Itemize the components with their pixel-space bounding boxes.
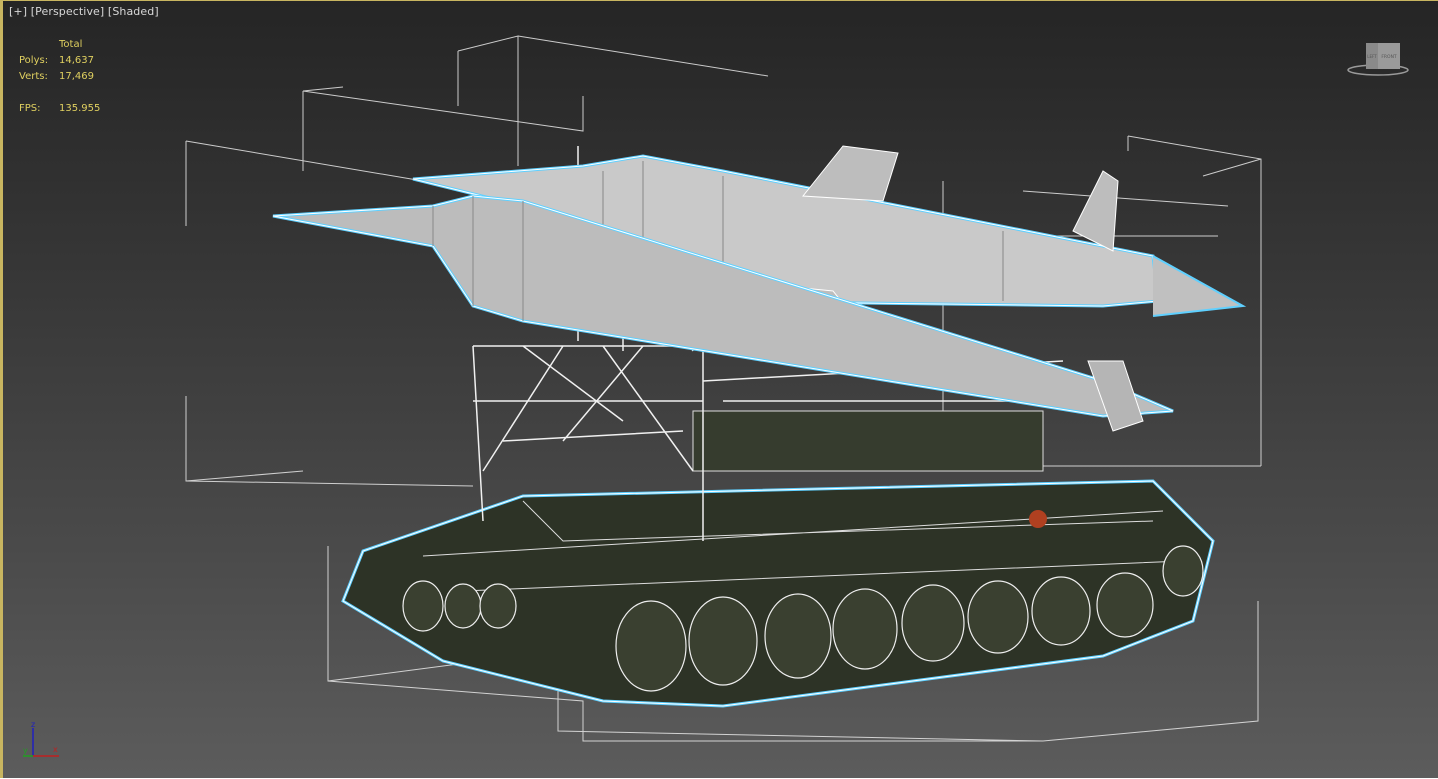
polys-value: 14,637 (59, 55, 94, 66)
missile-lower (272, 194, 1174, 432)
x-axis-label: x (53, 745, 58, 754)
viewport-menu-button[interactable]: [+] (9, 5, 28, 18)
fps-value: 135.955 (59, 103, 101, 114)
verts-label: Verts: (19, 71, 48, 82)
view-type-menu[interactable]: [Perspective] (30, 5, 105, 18)
statistics-overlay: Total Polys: 14,637 Verts: 17,469 FPS: 135.… (19, 37, 100, 117)
viewcube[interactable]: LEFT FRONT (1346, 37, 1410, 81)
shading-mode-menu[interactable]: [Shaded] (107, 5, 159, 18)
z-axis-label: z (31, 720, 35, 729)
viewcube-left-face[interactable]: LEFT (1367, 54, 1377, 59)
y-axis-label: y (23, 746, 28, 755)
fps-label: FPS: (19, 103, 41, 114)
scene-3d-model[interactable] (3, 1, 1438, 779)
tank-chassis (341, 410, 1215, 708)
road-wheels (402, 545, 1204, 692)
viewcube-front-face[interactable]: FRONT (1381, 54, 1397, 60)
axis-tripod: z x y (23, 720, 59, 757)
viewport-label: [+] [Perspective] [Shaded] (9, 5, 159, 18)
polys-label: Polys: (19, 55, 49, 66)
stats-header: Total (59, 39, 83, 50)
verts-value: 17,469 (59, 71, 94, 82)
